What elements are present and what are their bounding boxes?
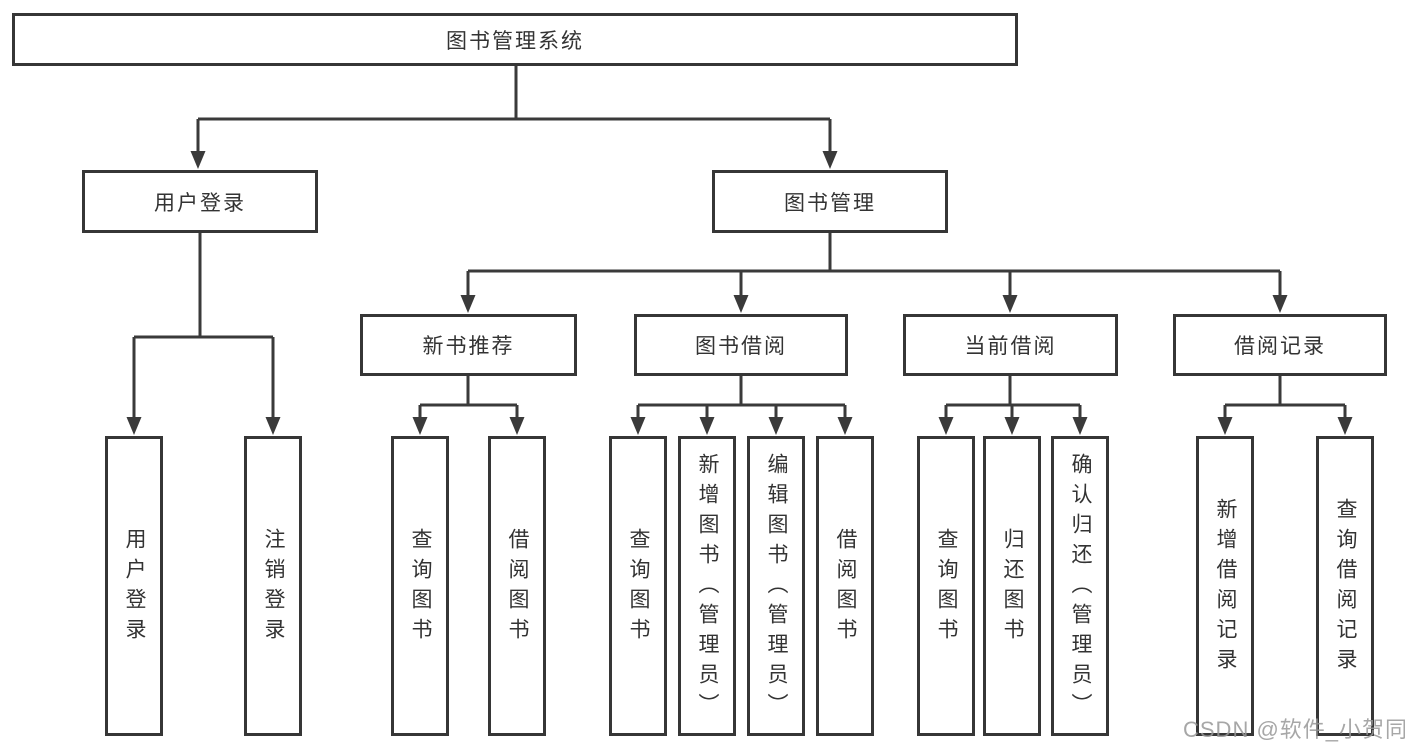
node-leaf-user-login: 用户登录 [105,436,163,736]
node-leaf-borrow-add-book-admin: 新增图书（管理员） [678,436,736,736]
node-new-book-recommend: 新书推荐 [360,314,577,376]
node-leaf-current-return-book: 归还图书 [983,436,1041,736]
connector-login-to-leaves [132,233,275,418]
node-leaf-records-add-record: 新增借阅记录 [1196,436,1254,736]
node-leaf-logout: 注销登录 [244,436,302,736]
node-leaf-newbook-borrow-book: 借阅图书 [488,436,546,736]
node-book-management: 图书管理 [712,170,948,233]
node-leaf-newbook-query-book: 查询图书 [391,436,449,736]
node-leaf-borrow-query-book: 查询图书 [609,436,667,736]
connector-records-to-leaves [1223,376,1347,419]
csdn-watermark: CSDN @软件_小贺同学 [1183,717,1405,742]
node-leaf-borrow-borrow-book: 借阅图书 [816,436,874,736]
connector-current-to-leaves [944,376,1082,419]
connector-borrow-to-leaves [636,376,847,419]
connector-newbook-to-leaves [418,376,519,419]
node-borrow-records: 借阅记录 [1173,314,1387,376]
connector-mgmt-to-level3 [466,233,1282,297]
node-book-borrow: 图书借阅 [634,314,848,376]
arrow-heads [126,151,1353,435]
node-user-login: 用户登录 [82,170,318,233]
node-leaf-current-query-book: 查询图书 [917,436,975,736]
connector-root-to-level2 [196,66,832,152]
node-root: 图书管理系统 [12,13,1018,66]
node-leaf-current-confirm-return-admin: 确认归还（管理员） [1051,436,1109,736]
node-current-borrow: 当前借阅 [903,314,1118,376]
node-leaf-borrow-edit-book-admin: 编辑图书（管理员） [747,436,805,736]
node-leaf-records-query-record: 查询借阅记录 [1316,436,1374,736]
